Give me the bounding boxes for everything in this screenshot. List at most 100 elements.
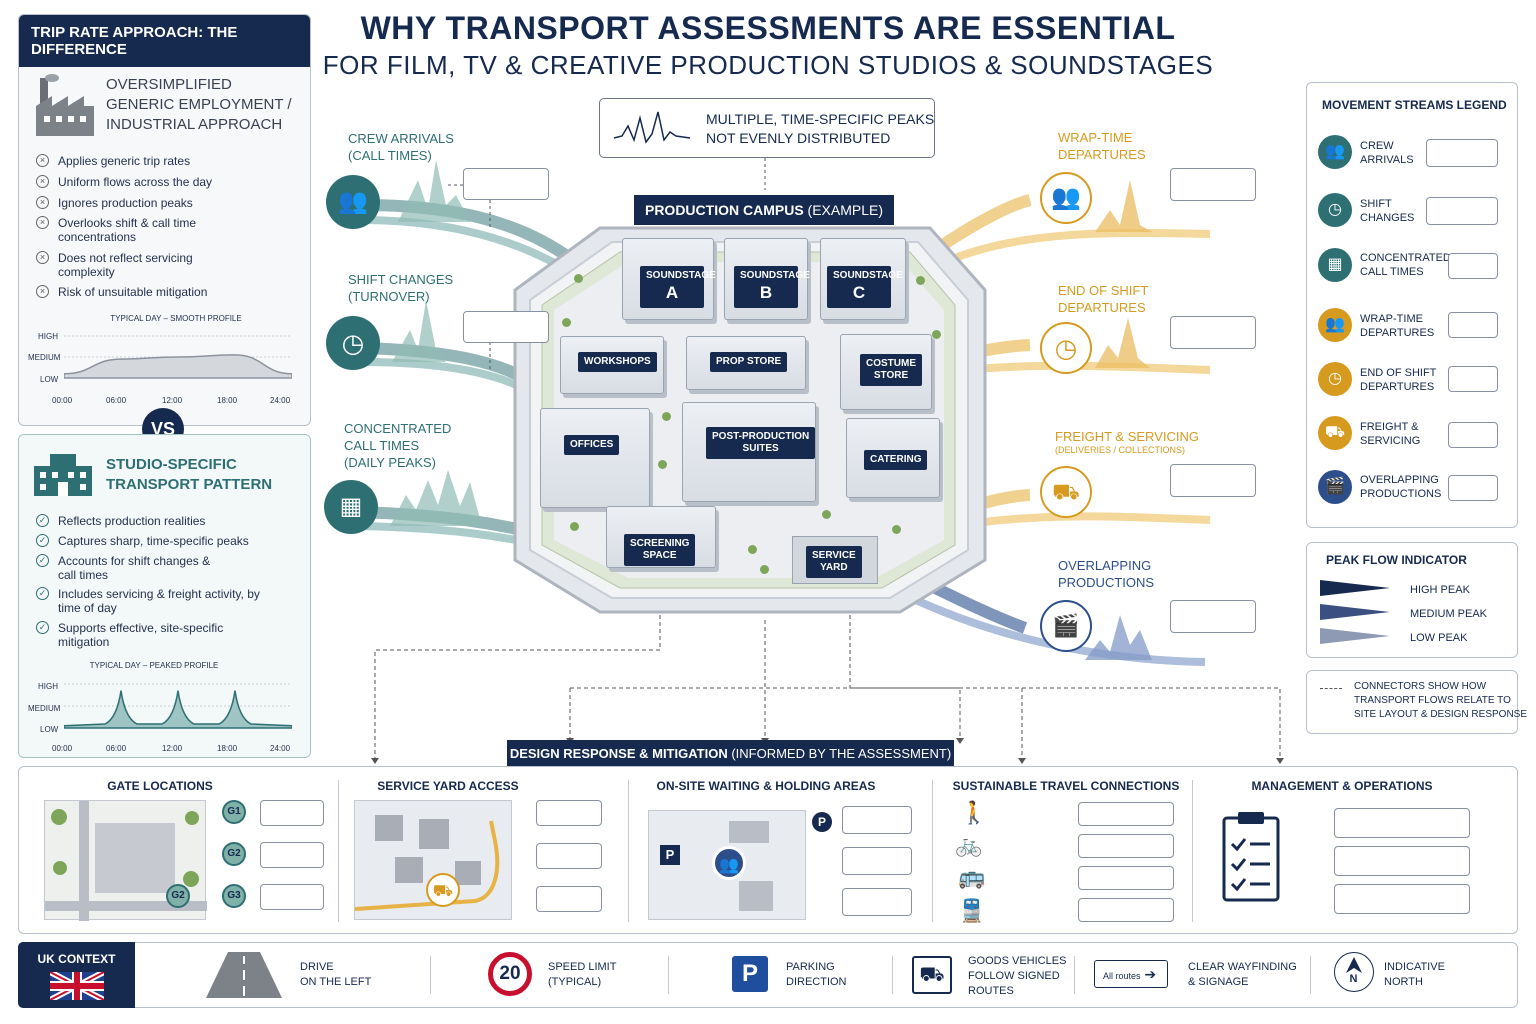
freight-value-box[interactable] bbox=[1170, 464, 1256, 497]
service-truck-icon: ⛟ bbox=[426, 873, 460, 907]
legend-shift-box[interactable] bbox=[1426, 197, 1498, 225]
uk-context-label: UK CONTEXT bbox=[37, 952, 116, 966]
workshops-label: WORKSHOPS bbox=[578, 352, 657, 372]
tree-icon bbox=[760, 565, 769, 574]
generic-item: ×Does not reflect servicing complexity bbox=[36, 251, 218, 279]
connector-note-panel bbox=[1306, 670, 1518, 734]
legend-calendar-box[interactable] bbox=[1448, 253, 1498, 279]
peak-medium-text: MEDIUM PEAK bbox=[1410, 608, 1488, 620]
studio-item: ✓Captures sharp, time-specific peaks bbox=[36, 534, 308, 548]
tree-icon bbox=[570, 522, 579, 531]
wrap-time-value-box[interactable] bbox=[1170, 168, 1256, 201]
screening-label: SCREENING SPACE bbox=[624, 534, 696, 566]
design-response-title: DESIGN RESPONSE & MITIGATION (INFORMED B… bbox=[507, 740, 954, 768]
generic-item: ×Uniform flows across the day bbox=[36, 175, 308, 189]
x-icon: × bbox=[36, 216, 49, 229]
gate-g1-box[interactable] bbox=[260, 800, 324, 826]
campus-title-main: PRODUCTION CAMPUS bbox=[644, 202, 804, 218]
service-yard-box-3[interactable] bbox=[536, 886, 602, 912]
legend-overlap-box[interactable] bbox=[1448, 475, 1498, 501]
connector-note-text: CONNECTORS SHOW HOW TRANSPORT FLOWS RELA… bbox=[1354, 681, 1528, 720]
legend-freight-icon: ⛟ bbox=[1318, 416, 1352, 450]
tree-icon bbox=[574, 274, 583, 283]
generic-approach-panel: TRIP RATE APPROACH: THE DIFFERENCE bbox=[18, 14, 311, 426]
waiting-box-1[interactable] bbox=[842, 806, 912, 834]
waiting-areas-title: ON-SITE WAITING & HOLDING AREAS bbox=[656, 779, 876, 793]
generic-item: ×Ignores production peaks bbox=[36, 196, 308, 210]
legend-end-shift-box[interactable] bbox=[1448, 366, 1498, 392]
parking-sign-icon: P bbox=[732, 956, 768, 992]
end-of-shift-icon: ◷ bbox=[1040, 322, 1092, 374]
legend-freight-box[interactable] bbox=[1448, 422, 1498, 448]
uk-divider bbox=[892, 956, 893, 994]
rail-box[interactable] bbox=[1078, 898, 1174, 922]
studio-building-icon bbox=[34, 454, 92, 496]
management-box-1[interactable] bbox=[1334, 808, 1470, 838]
gate-g3-box[interactable] bbox=[260, 884, 324, 910]
legend-wrap-icon: 👥 bbox=[1318, 308, 1352, 342]
tree-icon bbox=[822, 510, 831, 519]
crew-arrivals-value-box[interactable] bbox=[463, 168, 549, 200]
peaked-x-tick: 06:00 bbox=[106, 744, 127, 753]
legend-wrap-box[interactable] bbox=[1448, 312, 1498, 338]
shift-changes-label: SHIFT CHANGES (TURNOVER) bbox=[348, 272, 454, 304]
peaked-profile-chart bbox=[64, 683, 292, 729]
union-flag-icon bbox=[50, 972, 104, 1000]
section-divider bbox=[338, 780, 339, 922]
management-operations-title: MANAGEMENT & OPERATIONS bbox=[1251, 779, 1433, 793]
walking-box[interactable] bbox=[1078, 802, 1174, 826]
management-box-2[interactable] bbox=[1334, 846, 1470, 876]
shift-changes-value-box[interactable] bbox=[463, 311, 549, 343]
peaked-chart-title: TYPICAL DAY – PEAKED PROFILE bbox=[89, 661, 219, 670]
service-yard-map bbox=[354, 800, 512, 920]
check-icon: ✓ bbox=[36, 514, 49, 527]
legend-calendar-icon: ▦ bbox=[1318, 248, 1352, 282]
service-yard-box-2[interactable] bbox=[536, 843, 602, 869]
catering-label: CATERING bbox=[864, 450, 928, 470]
check-icon: ✓ bbox=[36, 554, 49, 567]
peaked-x-tick: 12:00 bbox=[162, 744, 183, 753]
end-of-shift-label: END OF SHIFT DEPARTURES bbox=[1058, 283, 1149, 315]
uk-divider bbox=[1310, 956, 1311, 994]
speed-limit-sign: 20 bbox=[488, 952, 532, 996]
service-yard-box-1[interactable] bbox=[536, 800, 602, 826]
legend-crew-box[interactable] bbox=[1426, 139, 1498, 167]
peaked-y-high: HIGH bbox=[38, 682, 58, 691]
soundstage-c-label: SOUNDSTAGE C bbox=[827, 266, 903, 308]
bus-box[interactable] bbox=[1078, 866, 1174, 890]
x-icon: × bbox=[36, 175, 49, 188]
uk-divider bbox=[668, 956, 669, 994]
end-of-shift-value-box[interactable] bbox=[1170, 316, 1256, 349]
post-production-label: POST-PRODUCTION SUITES bbox=[706, 427, 816, 459]
uk-divider bbox=[1074, 956, 1075, 994]
smooth-profile-chart bbox=[64, 335, 292, 379]
studio-heading: STUDIO-SPECIFIC TRANSPORT PATTERN bbox=[106, 455, 272, 495]
offices-label: OFFICES bbox=[564, 435, 620, 455]
overlapping-value-box[interactable] bbox=[1170, 600, 1256, 633]
x-icon: × bbox=[36, 196, 49, 209]
peaked-y-low: LOW bbox=[40, 725, 59, 734]
wrap-time-icon: 👥 bbox=[1040, 172, 1092, 224]
gate-g2-marker: G2 bbox=[222, 842, 246, 866]
tree-icon bbox=[562, 318, 571, 327]
costume-store-label: COSTUME STORE bbox=[860, 354, 922, 386]
peaks-callout-text: MULTIPLE, TIME-SPECIFIC PEAKS NOT EVENLY… bbox=[706, 110, 934, 148]
campus-title-suffix: (EXAMPLE) bbox=[807, 202, 884, 218]
freight-servicing-label: FREIGHT & SERVICING (DELIVERIES / COLLEC… bbox=[1055, 429, 1199, 455]
waiting-box-3[interactable] bbox=[842, 888, 912, 916]
soundstage-b-label: SOUNDSTAGE B bbox=[734, 266, 810, 308]
x-icon: × bbox=[36, 251, 49, 264]
cycling-box[interactable] bbox=[1078, 834, 1174, 858]
x-icon: × bbox=[36, 154, 49, 167]
peak-flow-title: PEAK FLOW INDICATOR bbox=[1326, 553, 1467, 567]
tree-icon bbox=[748, 545, 757, 554]
management-box-3[interactable] bbox=[1334, 884, 1470, 914]
peaks-waveform-icon bbox=[613, 111, 691, 144]
gate-g2-box[interactable] bbox=[260, 842, 324, 868]
peaks-callout bbox=[599, 98, 935, 158]
page-title: WHY TRANSPORT ASSESSMENTS ARE ESSENTIAL bbox=[360, 10, 1176, 46]
waiting-box-2[interactable] bbox=[842, 847, 912, 875]
waiting-crowd-icon: 👥 bbox=[712, 846, 746, 880]
